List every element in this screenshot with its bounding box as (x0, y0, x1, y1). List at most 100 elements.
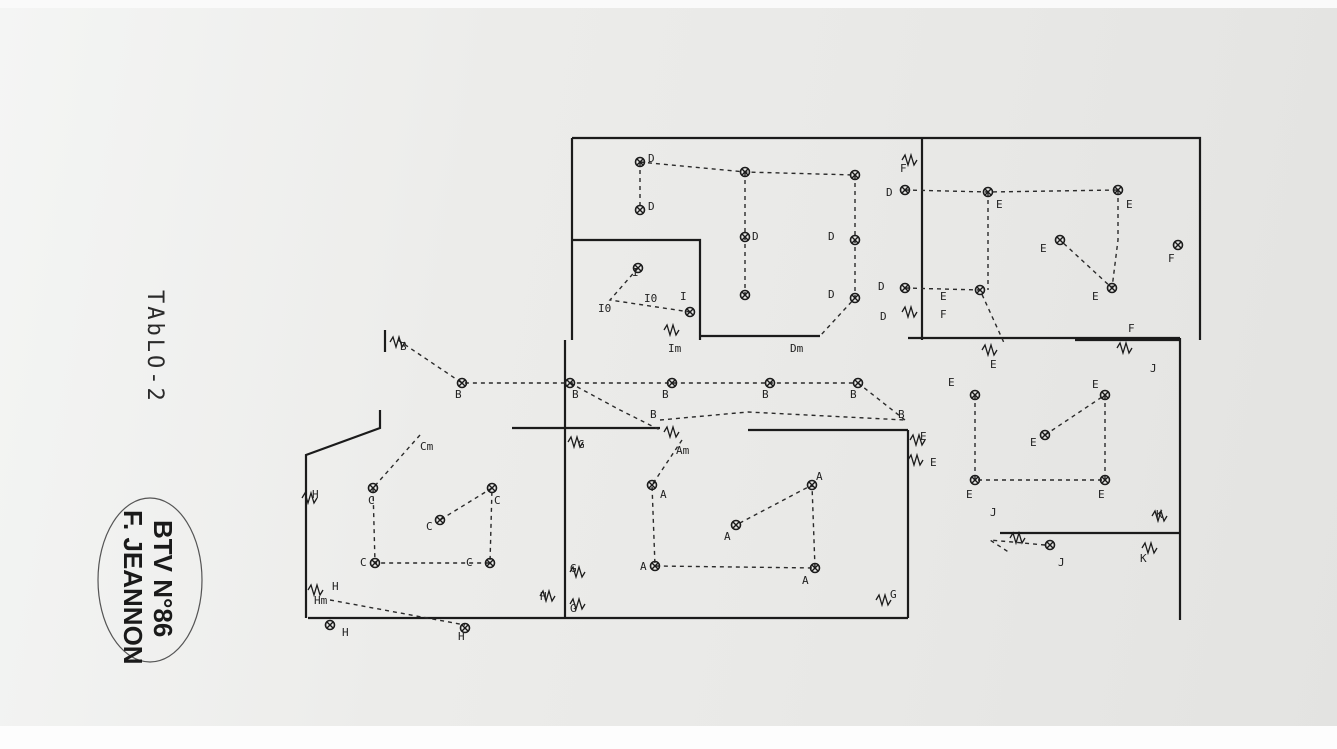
light-point-icon (899, 184, 911, 196)
label-io: I0 (644, 292, 657, 305)
switch-icon (307, 582, 324, 598)
switch-icon (389, 334, 406, 350)
label-dm: Dm (790, 342, 804, 355)
label-im: Im (668, 342, 682, 355)
label-j: J (990, 506, 997, 519)
light-point-icon (666, 377, 678, 389)
label-i: I (632, 266, 639, 279)
label-io: I0 (598, 302, 611, 315)
light-point-icon (1099, 389, 1111, 401)
walls (304, 136, 1202, 620)
switch-icon (1009, 530, 1026, 546)
label-cm: Cm (420, 440, 434, 453)
label-am: Am (676, 444, 690, 457)
light-point-icon (649, 560, 661, 572)
label-k: K (1140, 552, 1147, 565)
label-d: D (828, 288, 835, 301)
bottom-border (0, 726, 1337, 749)
label-e: E (940, 290, 947, 303)
light-point-icon (809, 562, 821, 574)
switch-icon (663, 322, 680, 338)
switch-icon (567, 434, 584, 450)
top-border (0, 0, 1337, 8)
light-point-icon (899, 282, 911, 294)
label-c: C (426, 520, 433, 533)
light-point-icon (739, 166, 751, 178)
label-f: F (1168, 252, 1175, 265)
light-point-icon (634, 156, 646, 168)
switch-icon (907, 452, 924, 468)
label-h: H (332, 580, 339, 593)
label-g: G (570, 562, 577, 575)
light-point-icon (849, 234, 861, 246)
label-j: J (1058, 556, 1065, 569)
label-f: F (1128, 322, 1135, 335)
label-d: D (648, 200, 655, 213)
label-d: D (648, 152, 655, 165)
switch-icon (909, 432, 926, 448)
light-point-icon (369, 557, 381, 569)
label-i: I (680, 290, 687, 303)
light-points (324, 156, 1184, 634)
label-a: A (802, 574, 809, 587)
label-d: D (828, 230, 835, 243)
switch-icon (301, 490, 318, 506)
light-point-icon (1172, 239, 1184, 251)
switch-icon (569, 596, 586, 612)
light-point-icon (849, 169, 861, 181)
label-f: F (900, 162, 907, 175)
light-point-icon (456, 377, 468, 389)
light-point-icon (1044, 539, 1056, 551)
circuit-labels: D D D D D D Dm F E E E E F E F E F I I0 … (312, 152, 1175, 643)
light-point-icon (764, 377, 776, 389)
label-b: B (572, 388, 579, 401)
label-k: K (1156, 508, 1163, 521)
light-point-icon (1099, 474, 1111, 486)
label-e: E (1092, 378, 1099, 391)
label-hm: Hm (314, 594, 328, 607)
label-e: E (1098, 488, 1105, 501)
switch-icon (875, 592, 892, 608)
light-point-icon (730, 519, 742, 531)
label-b: B (898, 408, 905, 421)
stamp-line1: BTV N°86 (148, 520, 178, 637)
switch-icon (569, 564, 586, 580)
switch-icon (1151, 508, 1168, 524)
light-point-icon (806, 479, 818, 491)
label-g: G (890, 588, 897, 601)
light-point-icon (486, 482, 498, 494)
label-b: B (455, 388, 462, 401)
stamp-ring (97, 497, 203, 663)
label-e: E (996, 198, 1003, 211)
label-a: A (724, 530, 731, 543)
light-point-icon (564, 377, 576, 389)
switch-icon (981, 342, 998, 358)
switch-icon (1141, 540, 1158, 556)
label-e: E (930, 456, 937, 469)
label-h: H (342, 626, 349, 639)
switch-icon (901, 152, 918, 168)
label-a: A (640, 560, 647, 573)
light-point-icon (367, 482, 379, 494)
label-e: E (990, 358, 997, 371)
label-a: A (660, 488, 667, 501)
label-d: D (886, 186, 893, 199)
stamp-line2: F. JEANNON (118, 510, 148, 665)
light-point-icon (684, 306, 696, 318)
light-point-icon (484, 557, 496, 569)
label-b: B (762, 388, 769, 401)
light-point-icon (849, 292, 861, 304)
label-f: F (940, 308, 947, 321)
light-point-icon (1054, 234, 1066, 246)
label-c: C (360, 556, 367, 569)
label-b: B (850, 388, 857, 401)
light-point-icon (634, 204, 646, 216)
label-c: C (466, 556, 473, 569)
light-point-icon (459, 622, 471, 634)
label-h: H (540, 590, 547, 603)
light-point-icon (969, 389, 981, 401)
label-j: J (1150, 362, 1157, 375)
label-c: C (368, 494, 375, 507)
